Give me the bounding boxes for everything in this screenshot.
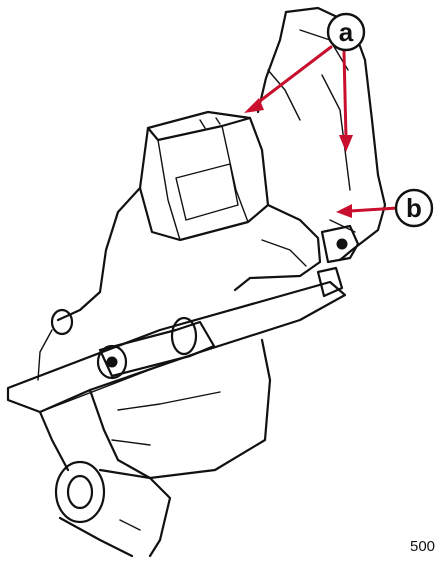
callout-b: b (394, 188, 434, 228)
callout-b-label: b (406, 193, 422, 223)
arrow-b (348, 206, 400, 213)
arrow-a-right-head (339, 135, 353, 152)
arrow-a-right (342, 50, 348, 140)
callout-arrows (244, 45, 400, 218)
arrow-a-left (254, 45, 333, 106)
arrow-a-left-head (244, 98, 264, 113)
figure-number: 500 (410, 538, 436, 555)
callout-a-label: a (339, 17, 354, 47)
callout-a: a (326, 12, 366, 52)
drive-unit-drawing (6, 6, 387, 558)
arrow-b-head (336, 204, 352, 218)
